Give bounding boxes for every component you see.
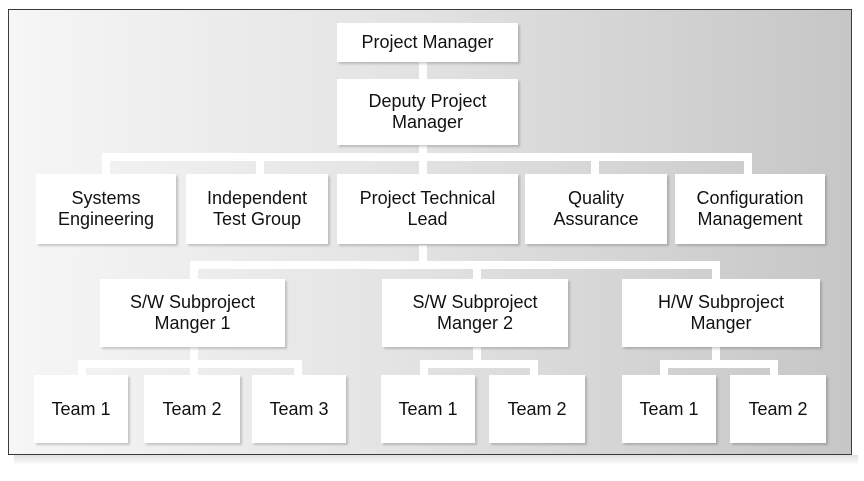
independent-test-group-box: Independent Test Group [186, 174, 328, 244]
frame-shadow [14, 455, 858, 465]
sw1-team-1-box: Team 1 [34, 375, 128, 443]
systems-engineering-box: Systems Engineering [36, 174, 176, 244]
sw1-team-3-box: Team 3 [252, 375, 346, 443]
hw-subproject-manager-box: H/W Subproject Manger [622, 279, 820, 347]
sw-subproject-manager-2-box: S/W Subproject Manger 2 [382, 279, 568, 347]
quality-assurance-box: Quality Assurance [525, 174, 667, 244]
hw-team-1-box: Team 1 [622, 375, 716, 443]
configuration-management-box: Configuration Management [675, 174, 825, 244]
sw-subproject-manager-1-box: S/W Subproject Manger 1 [100, 279, 285, 347]
hw-team-2-box: Team 2 [730, 375, 826, 443]
deputy-project-manager-box: Deputy Project Manager [337, 79, 518, 145]
project-technical-lead-box: Project Technical Lead [337, 174, 518, 244]
project-manager-box: Project Manager [337, 23, 518, 62]
sw2-team-2-box: Team 2 [489, 375, 585, 443]
sw1-team-2-box: Team 2 [144, 375, 240, 443]
sw2-team-1-box: Team 1 [381, 375, 475, 443]
